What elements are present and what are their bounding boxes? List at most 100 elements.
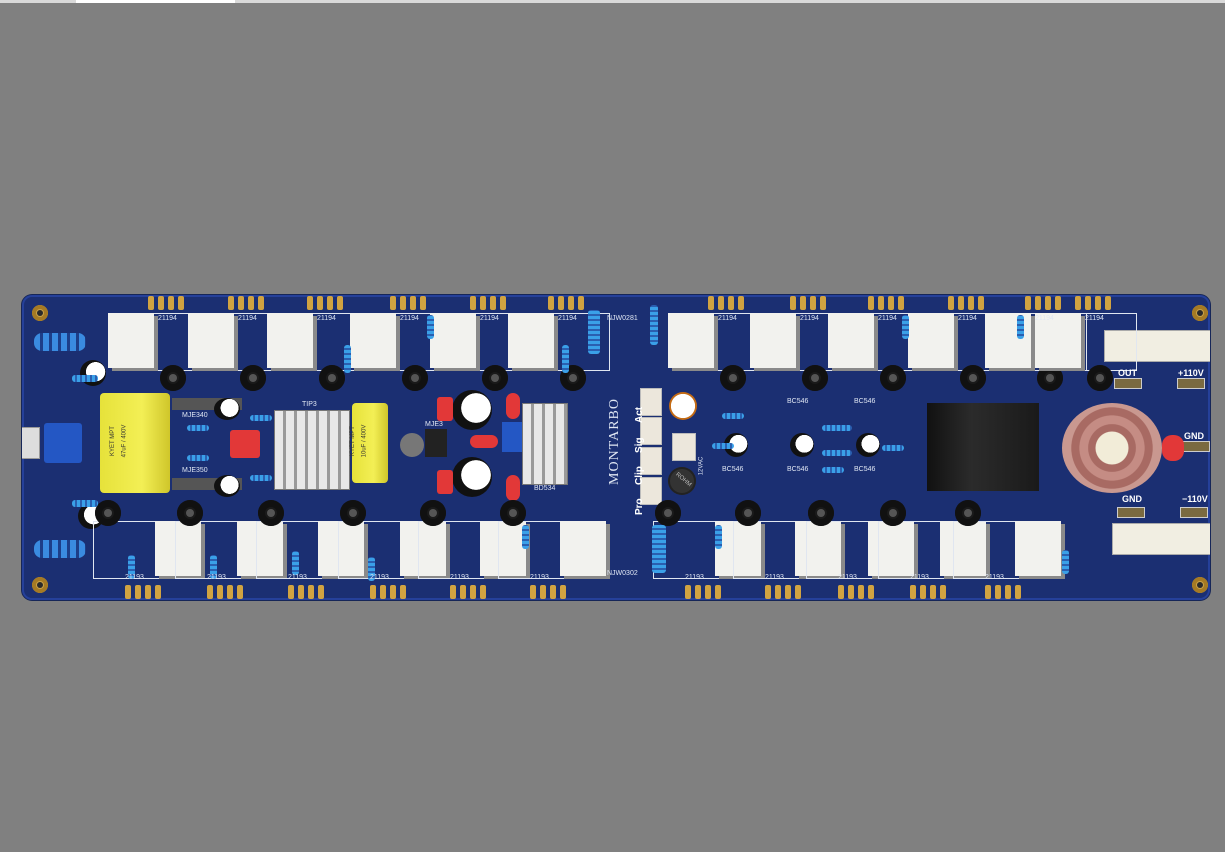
transistor-leg: [868, 585, 874, 599]
transistor-label-bottom: 21193: [530, 574, 549, 581]
transistor-leg: [695, 585, 701, 599]
transistor-leg: [888, 296, 894, 310]
transistor-leg: [248, 296, 254, 310]
transistor-label-top: 21194: [400, 315, 419, 322]
power-transistor-top: [108, 313, 154, 368]
film-capacitor-value: 47uF / 400V: [121, 424, 128, 458]
transistor-leg: [995, 585, 1001, 599]
resistor: [650, 305, 658, 345]
transistor-label-bottom: 21193: [685, 574, 704, 581]
gnd-terminal-right[interactable]: [1182, 441, 1210, 452]
heatsink-screw: [500, 500, 526, 526]
gnd-terminal-bottom[interactable]: [1117, 507, 1145, 518]
transistor-leg: [155, 585, 161, 599]
resistor: [715, 525, 722, 549]
electrolytic-capacitor: [790, 433, 814, 457]
heatsink-screw: [1087, 365, 1113, 391]
resistor: [652, 525, 666, 573]
heatsink-screw: [340, 500, 366, 526]
power-transistor-top: [828, 313, 874, 368]
power-transistor-top: [188, 313, 234, 368]
indicator-label-clip: Clip: [634, 466, 645, 485]
out-terminal[interactable]: [1114, 378, 1142, 389]
transistor-leg: [480, 585, 486, 599]
transistor-leg: [1045, 296, 1051, 310]
transistor-leg: [810, 296, 816, 310]
red-capacitor: [506, 393, 520, 419]
transistor-leg: [568, 296, 574, 310]
pcb-board: MONTARBO Act Sig Clip Pro 12VAC ROHM OUT…: [22, 295, 1210, 600]
heatsink-screw: [808, 500, 834, 526]
transistor-leg: [715, 585, 721, 599]
heatsink-screw: [240, 365, 266, 391]
resistor: [882, 445, 904, 451]
power-transistor-bottom: [1015, 521, 1061, 576]
transistor-leg: [400, 296, 406, 310]
transistor-leg: [337, 296, 343, 310]
transistor-leg: [307, 296, 313, 310]
transistor-leg: [258, 296, 264, 310]
power-transistor-top: [908, 313, 954, 368]
heatsink-screw: [802, 365, 828, 391]
electrolytic-capacitor: [214, 475, 240, 497]
transistor-leg: [237, 585, 243, 599]
heatsink-screw: [177, 500, 203, 526]
power-resistor-left-bottom: [34, 540, 86, 558]
fan-header-label: 12VAC: [698, 456, 705, 476]
heatsink-screw: [319, 365, 345, 391]
zobel-capacitor: [1162, 435, 1184, 461]
red-capacitor: [506, 475, 520, 501]
power-resistor-top: [1104, 330, 1210, 362]
trimmer-potentiometer[interactable]: [44, 423, 82, 463]
transistor-leg: [848, 585, 854, 599]
transistor-label-top: 21194: [1035, 315, 1054, 322]
resistor: [368, 557, 375, 581]
minus-110v-terminal[interactable]: [1180, 507, 1208, 518]
transistor-label-bottom: 21193: [450, 574, 469, 581]
plus-110v-label: +110V: [1178, 368, 1204, 378]
red-capacitor: [230, 430, 260, 458]
active-tab[interactable]: [76, 0, 235, 3]
transistor-leg: [135, 585, 141, 599]
transistor-leg: [728, 296, 734, 310]
transistor-leg: [958, 296, 964, 310]
transistor-leg: [1075, 296, 1081, 310]
electrolytic-capacitor-orange: [669, 392, 697, 420]
heatsink-middle: [522, 403, 568, 485]
resistor: [72, 500, 98, 507]
electrolytic-capacitor: [856, 433, 880, 457]
heatsink-screw: [880, 500, 906, 526]
red-capacitor: [437, 470, 453, 494]
heatsink-screw: [655, 500, 681, 526]
film-capacitor-small: KYET MPT 10uF / 400V: [350, 403, 388, 483]
minus-110v-label: −110V: [1182, 494, 1208, 504]
heatsink-screw: [160, 365, 186, 391]
resistor: [722, 413, 744, 419]
resistor: [902, 315, 909, 339]
transistor-leg: [390, 585, 396, 599]
transistor-leg: [228, 296, 234, 310]
transistor-leg: [470, 585, 476, 599]
bias-trimmer[interactable]: [502, 422, 522, 452]
mje350-label: MJE350: [182, 467, 208, 474]
transistor-leg: [227, 585, 233, 599]
input-connector[interactable]: [22, 427, 40, 459]
transistor-leg: [800, 296, 806, 310]
power-transistor-bottom: [868, 521, 914, 576]
bc546-label: BC546: [787, 398, 809, 405]
red-capacitor: [437, 397, 453, 421]
power-resistor-bottom: [1112, 523, 1210, 555]
mounting-hole: [32, 305, 48, 321]
transistor-leg: [178, 296, 184, 310]
heatsink-screw: [95, 500, 121, 526]
power-transistor-bottom: [940, 521, 986, 576]
resistor: [187, 425, 209, 431]
transistor-leg: [910, 585, 916, 599]
resistor: [822, 467, 844, 473]
heatsink-screw: [1037, 365, 1063, 391]
transistor-leg: [550, 585, 556, 599]
plus-110v-terminal[interactable]: [1177, 378, 1205, 389]
transistor-leg: [868, 296, 874, 310]
transistor-label-top: 21194: [480, 315, 499, 322]
heatsink-screw: [402, 365, 428, 391]
